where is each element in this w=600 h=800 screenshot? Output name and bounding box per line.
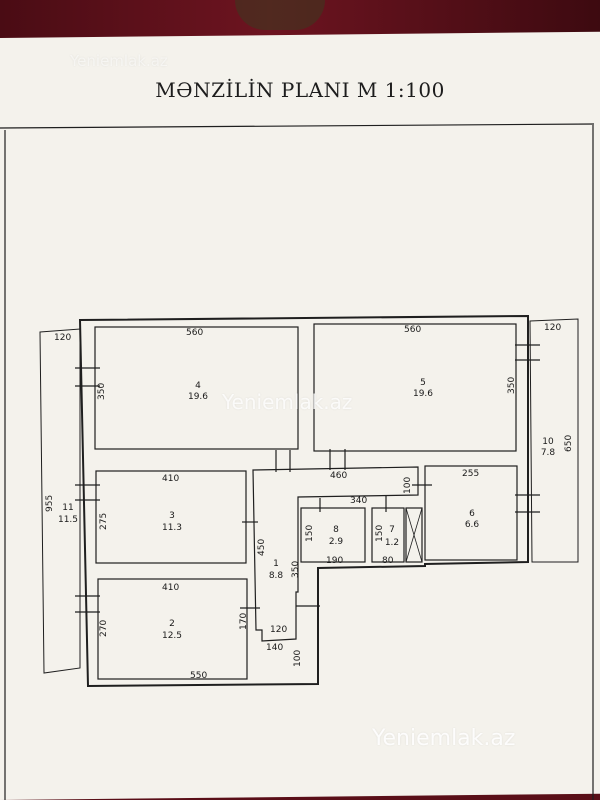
room-3-number: 3	[169, 511, 175, 521]
room-4-area: 19.6	[188, 392, 208, 402]
watermark-top: Yeniemlak.az	[70, 52, 168, 70]
dim-label: 450	[257, 539, 267, 556]
dim-label: 410	[162, 583, 179, 593]
room-8-outline	[300, 507, 366, 563]
dim-label: 270	[99, 620, 109, 637]
openings	[75, 344, 540, 613]
room-5-area: 19.6	[413, 389, 433, 399]
room-6-outline	[424, 465, 518, 561]
dim-label: 100	[403, 477, 413, 494]
room-1-number: 1	[273, 559, 279, 569]
dim-label: 350	[507, 377, 517, 394]
room-5-number: 5	[420, 378, 426, 388]
room-2-outline	[97, 578, 248, 680]
room-6-number: 6	[469, 509, 475, 519]
dim-label: 150	[375, 525, 385, 542]
outer-wall	[78, 314, 529, 688]
room-11-area: 11.5	[58, 515, 78, 525]
room-7-area: 1.2	[385, 538, 399, 548]
balcony-left	[39, 328, 81, 674]
dim-label: 120	[270, 625, 287, 635]
frame-top-line	[0, 123, 595, 129]
dim-label: 340	[350, 496, 367, 506]
dim-label: 410	[162, 474, 179, 484]
dim-label: 150	[305, 525, 315, 542]
watermark-center: Yeniemlak.az	[222, 390, 353, 414]
room-8-area: 2.9	[329, 537, 344, 547]
dim-label: 190	[326, 556, 343, 566]
dim-label: 255	[462, 469, 479, 479]
room-2-number: 2	[169, 619, 175, 629]
dim-label: 560	[404, 325, 421, 335]
room-3-area: 11.3	[162, 523, 182, 533]
dim-label: 350	[291, 561, 301, 578]
room-4-number: 4	[195, 381, 201, 391]
dim-label: 560	[186, 328, 203, 338]
balcony-right	[529, 318, 579, 563]
dim-label: 550	[190, 671, 207, 681]
room-1-outline	[252, 466, 419, 642]
room-4-outline	[94, 326, 299, 450]
room-8-number: 8	[333, 525, 339, 535]
room-10-area: 7.8	[541, 448, 556, 458]
room-1-area: 8.8	[269, 571, 284, 581]
room-2-area: 12.5	[162, 631, 182, 641]
dim-label: 955	[45, 495, 55, 512]
watermark-bottom: Yeniemlak.az	[372, 726, 516, 751]
dim-label: 120	[544, 323, 561, 333]
room-7-outline	[371, 507, 405, 563]
page-title: MƏNZİLİN PLANI M 1:100	[155, 78, 445, 102]
dim-label: 350	[97, 383, 107, 400]
dim-label: 120	[54, 333, 71, 343]
shaft-cross-b	[405, 507, 423, 563]
dim-label: 80	[382, 556, 394, 566]
shaft	[405, 507, 423, 563]
room-7-number: 7	[389, 525, 395, 535]
room-11-number: 11	[62, 503, 73, 513]
dim-label: 275	[99, 513, 109, 530]
dim-label: 100	[293, 650, 303, 667]
carpet-ornament	[235, 0, 325, 30]
room-6-area: 6.6	[465, 520, 480, 530]
room-10-number: 10	[542, 437, 554, 447]
room-5-outline	[313, 323, 517, 452]
dim-label: 140	[266, 643, 283, 653]
dim-label: 460	[330, 471, 347, 481]
room-3-outline	[95, 470, 247, 564]
dim-label: 170	[239, 613, 249, 630]
dim-label: 650	[564, 435, 574, 452]
